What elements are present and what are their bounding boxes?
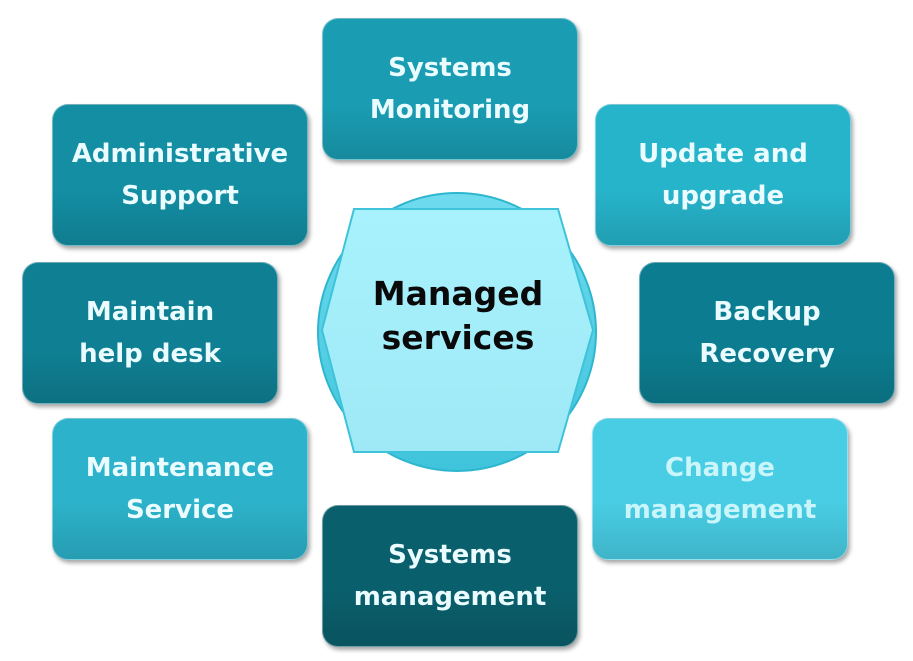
- box-systems-management: Systems management: [322, 505, 578, 647]
- box-backup-recovery: Backup Recovery: [639, 262, 895, 404]
- box-update-and-upgrade: Update and upgrade: [595, 104, 851, 246]
- box-maintenance-service: Maintenance Service: [52, 418, 308, 560]
- box-maintain-help-desk: Maintain help desk: [22, 262, 278, 404]
- box-systems-monitoring: Systems Monitoring: [322, 18, 578, 160]
- center-hexagon: [320, 208, 595, 453]
- center-label: Managed services: [372, 274, 544, 357]
- box-change-management: Change management: [592, 418, 848, 560]
- box-administrative-support: Administrative Support: [52, 104, 308, 246]
